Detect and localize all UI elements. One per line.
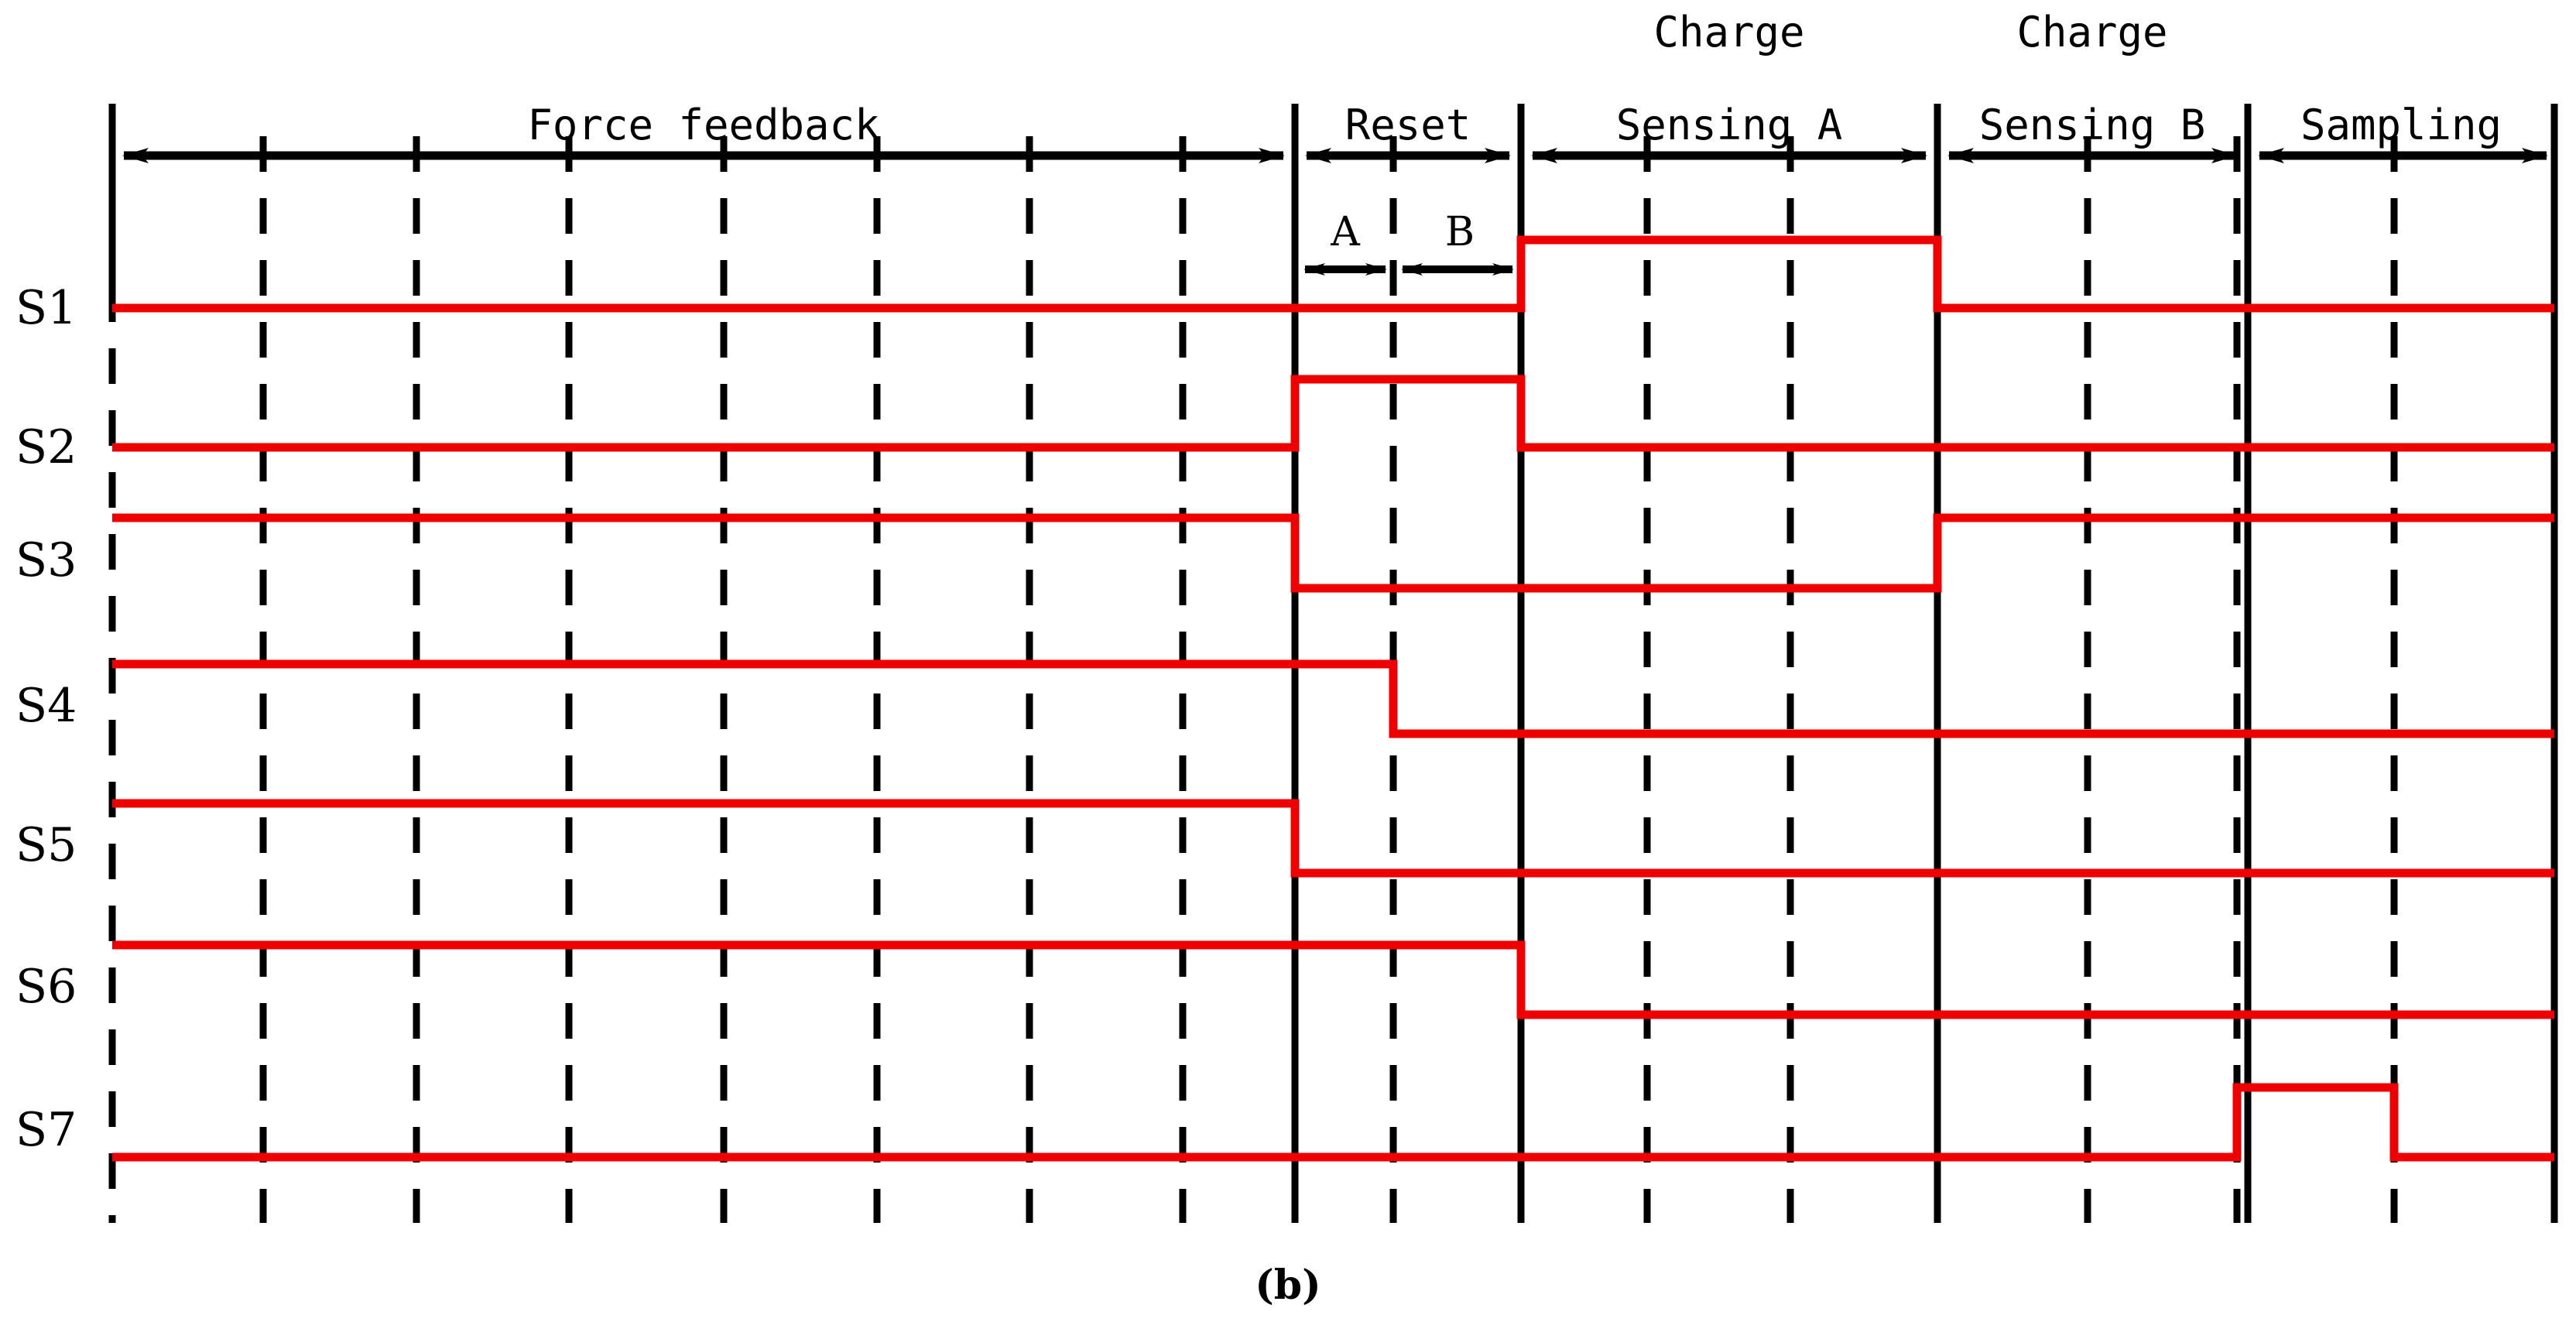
grid-lines-minor [259,136,2398,1223]
signal-label-s4: S4 [15,679,77,733]
phase-label-sampling: Sampling [2300,101,2502,149]
waveform-s6 [112,940,2554,1019]
sub-interval-label-b: B [1444,209,1475,255]
signal-label-s2: S2 [15,420,77,474]
figure-caption: (b) [1255,1262,1321,1309]
phase-toplabel-charge-b: Charge [2016,8,2168,57]
signal-label-s3: S3 [15,533,77,587]
phase-label-sensing-b: Sensing B [1978,101,2206,149]
phase-toplabel-charge-a: Charge [1653,8,1805,57]
signal-label-s6: S6 [15,960,77,1014]
waveforms [112,235,2554,1162]
signal-label-s7: S7 [15,1103,77,1157]
sub-interval-label-a: A [1331,209,1360,255]
waveform-s4 [112,659,2554,738]
waveform-s5 [112,799,2554,878]
phase-label-reset: Reset [1345,101,1471,149]
phase-label-sensing-a: Sensing A [1615,101,1843,149]
waveform-s3 [112,513,2554,593]
waveform-s2 [112,375,2554,452]
phase-label-force-feedback: Force feedback [527,101,880,149]
waveform-s7 [112,1083,2554,1162]
waveform-s1 [112,235,2554,313]
signal-label-s1: S1 [15,281,77,335]
signal-label-s5: S5 [15,818,77,872]
